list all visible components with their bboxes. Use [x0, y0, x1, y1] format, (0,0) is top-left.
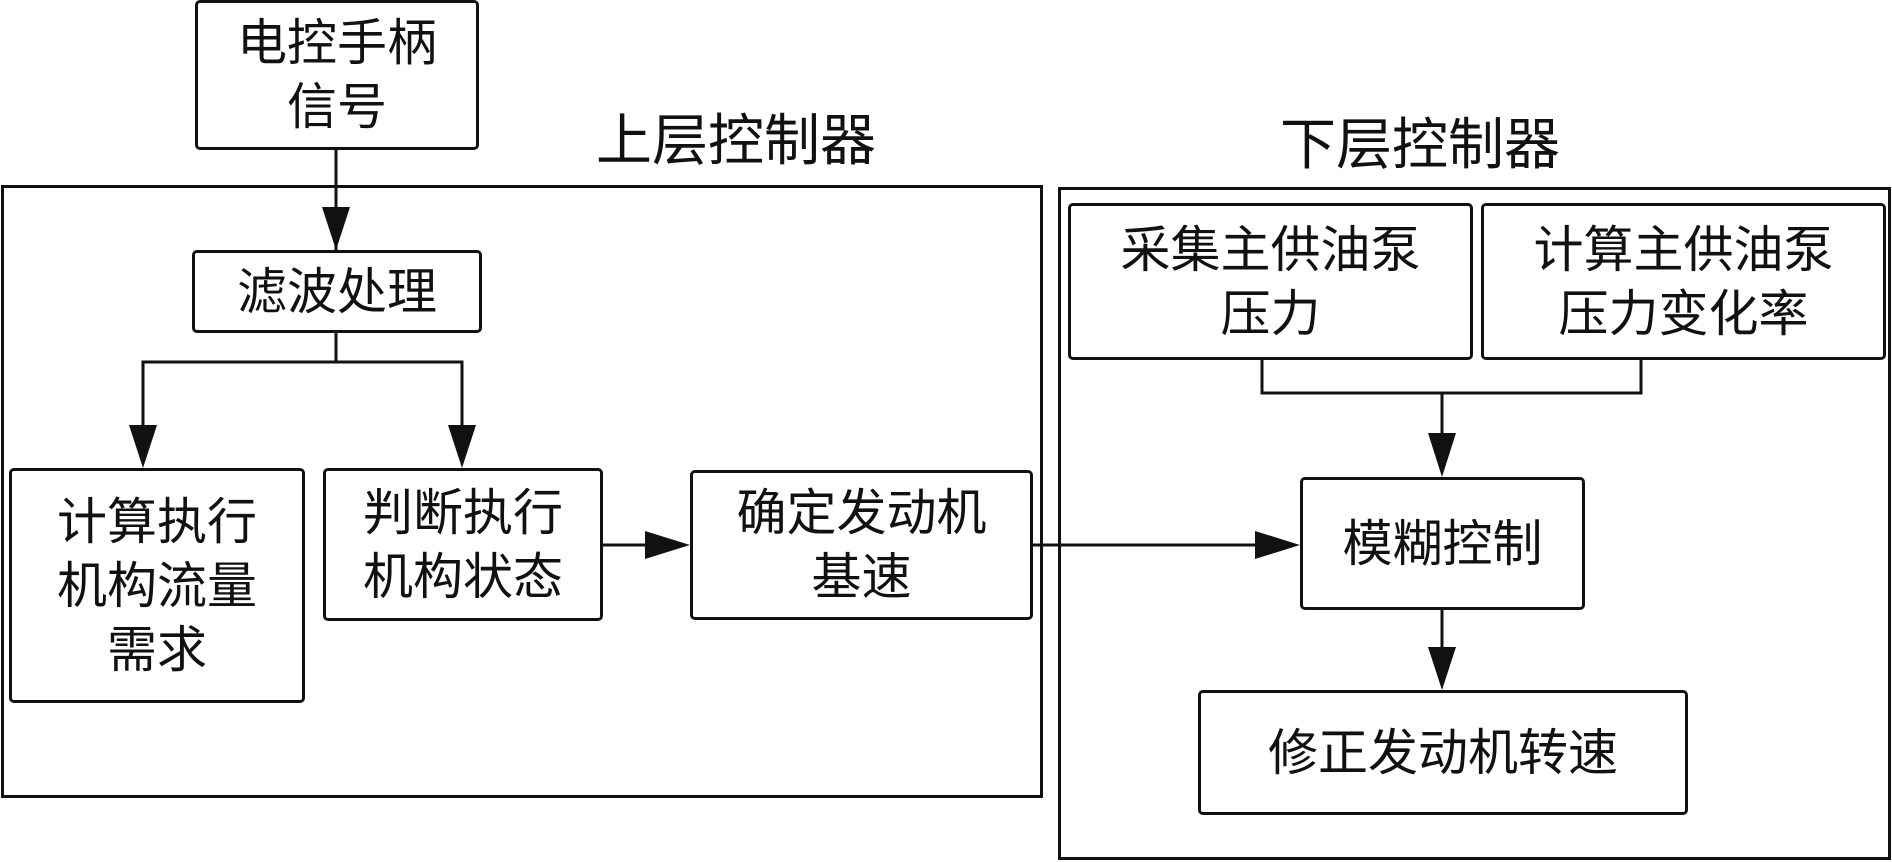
- correct-speed-box: 修正发动机转速: [1198, 690, 1688, 815]
- correct-speed-label: 修正发动机转速: [1268, 723, 1618, 782]
- flow-demand-line-1: 计算执行: [57, 492, 257, 551]
- flow-demand-line-3: 需求: [107, 620, 207, 679]
- filtering-box: 滤波处理: [192, 250, 482, 333]
- actuator-state-box: 判断执行 机构状态: [323, 468, 603, 621]
- arrowhead-state-to-base: [645, 531, 690, 559]
- filtering-label: 滤波处理: [237, 262, 437, 321]
- split-line-filter-right: [336, 360, 464, 425]
- handle-signal-box: 电控手柄 信号: [195, 0, 479, 150]
- arrowhead-merge-to-fuzzy: [1428, 433, 1456, 477]
- handle-signal-line-1: 电控手柄: [237, 14, 437, 72]
- collect-pressure-box: 采集主供油泵 压力: [1068, 203, 1473, 360]
- upper-controller-frame: [1, 185, 1043, 798]
- pressure-rate-box: 计算主供油泵 压力变化率: [1481, 203, 1886, 360]
- arrowhead-to-actuator-state: [448, 425, 476, 468]
- collect-pressure-line-1: 采集主供油泵: [1120, 220, 1421, 279]
- merge-line-pressure: [1260, 360, 1643, 395]
- base-speed-line-1: 确定发动机: [736, 484, 987, 542]
- upper-controller-title: 上层控制器: [596, 109, 876, 174]
- collect-pressure-line-2: 压力: [1220, 284, 1321, 343]
- base-speed-line-2: 基速: [811, 548, 912, 606]
- lower-controller-frame: [1058, 187, 1891, 860]
- flow-demand-box: 计算执行 机构流量 需求: [9, 468, 305, 703]
- actuator-state-line-2: 机构状态: [363, 547, 563, 606]
- arrowhead-to-flow-demand: [129, 425, 157, 468]
- actuator-state-line-1: 判断执行: [363, 483, 563, 542]
- lower-controller-title: 下层控制器: [1280, 113, 1560, 178]
- pressure-rate-line-2: 压力变化率: [1558, 284, 1809, 343]
- handle-signal-line-2: 信号: [287, 78, 387, 136]
- fuzzy-control-box: 模糊控制: [1300, 477, 1585, 610]
- pressure-rate-line-1: 计算主供油泵: [1533, 220, 1834, 279]
- arrowhead-base-to-fuzzy: [1255, 531, 1300, 559]
- fuzzy-control-label: 模糊控制: [1342, 514, 1543, 573]
- arrowhead-fuzzy-to-correct: [1428, 647, 1456, 690]
- split-line-filter: [141, 333, 338, 425]
- base-speed-box: 确定发动机 基速: [690, 470, 1033, 620]
- arrowhead-signal-to-filter: [322, 207, 350, 250]
- flow-demand-line-2: 机构流量: [57, 556, 257, 615]
